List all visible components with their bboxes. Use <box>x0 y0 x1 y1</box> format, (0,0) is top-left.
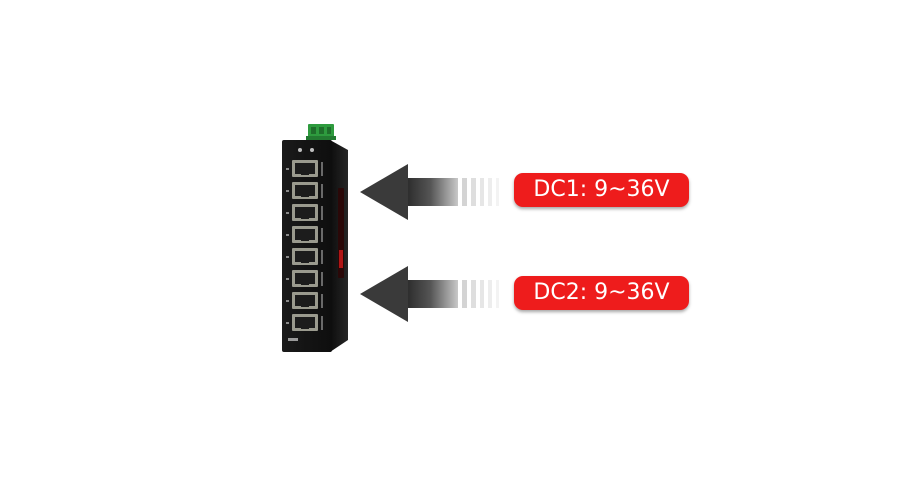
dc1-input-label: DC1: 9~36V <box>514 173 689 207</box>
arrow-left-icon <box>360 266 499 322</box>
rj45-port-icon <box>286 292 323 309</box>
rj45-port-icon <box>286 248 323 265</box>
rj45-port-icon <box>286 226 323 243</box>
device-brand-mark <box>288 338 298 341</box>
rj45-ports <box>286 160 323 331</box>
rj45-port-icon <box>286 204 323 221</box>
rj45-port-icon <box>286 270 323 287</box>
status-led-icon <box>298 148 302 152</box>
rj45-port-icon <box>286 160 323 177</box>
dc2-input-label: DC2: 9~36V <box>514 276 689 310</box>
rj45-port-icon <box>286 182 323 199</box>
arrow-left-icon <box>360 164 499 220</box>
status-led-icon <box>310 148 314 152</box>
power-terminal-block <box>306 124 336 140</box>
rj45-port-icon <box>286 314 323 331</box>
